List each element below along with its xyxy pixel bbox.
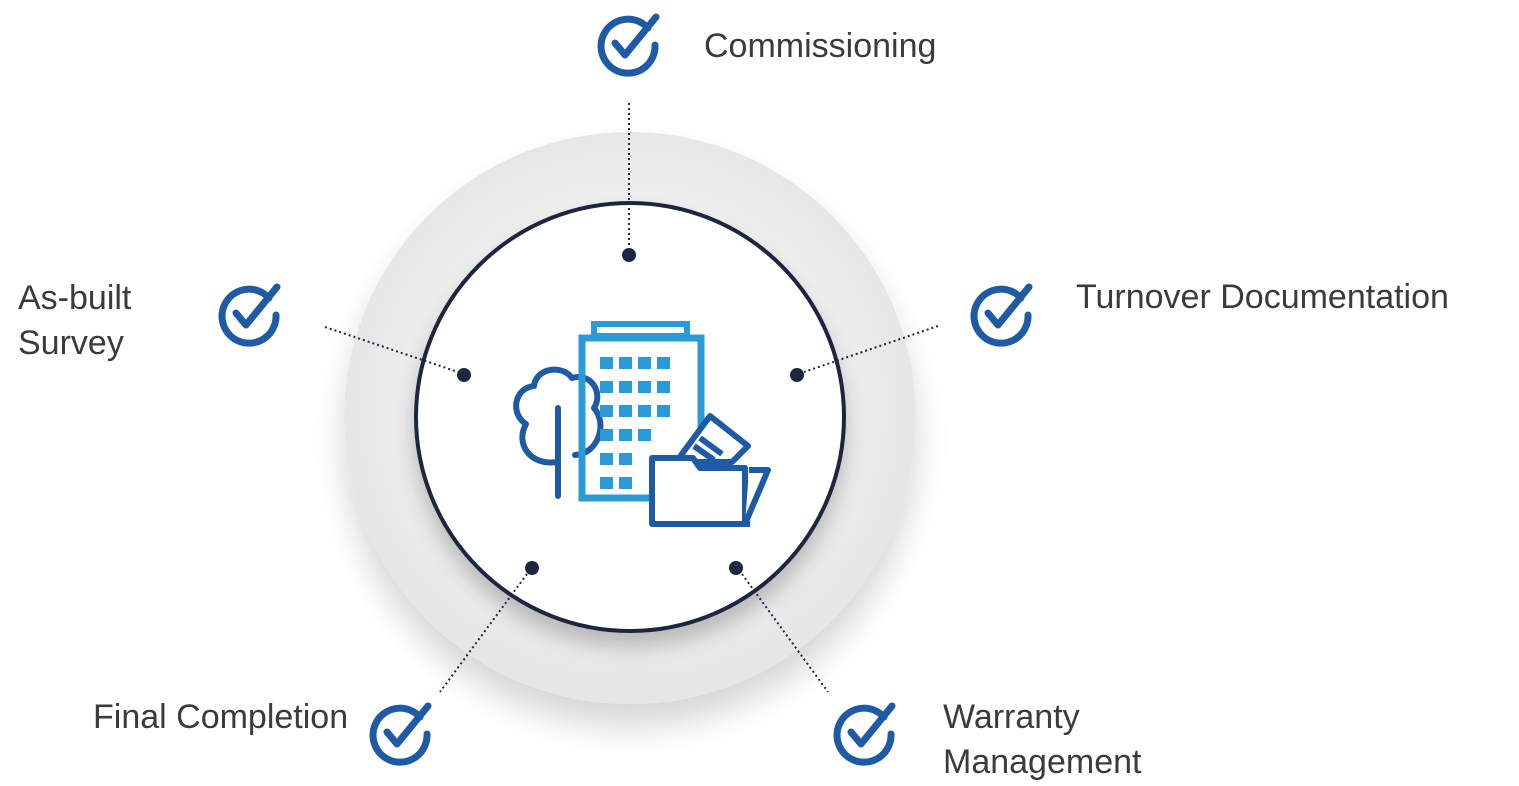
check-circle-icon [970, 283, 1033, 347]
label-warranty-management: Warranty Management [943, 695, 1141, 785]
folder-icon [649, 413, 771, 527]
dot-final [525, 561, 539, 575]
tree-icon [513, 366, 604, 499]
check-circle-icon [369, 702, 432, 766]
check-circle-icon [833, 702, 896, 766]
label-line: Survey [18, 324, 124, 362]
label-line: Warranty [943, 698, 1080, 736]
label-as-built-survey: As-built Survey [18, 276, 131, 366]
label-commissioning: Commissioning [704, 24, 936, 69]
dot-warranty [729, 561, 743, 575]
check-circle-icon [597, 13, 660, 77]
dot-commissioning [622, 248, 636, 262]
connector-asbuilt [324, 326, 459, 373]
label-line: Management [943, 743, 1142, 781]
label-line: Final Completion [93, 698, 349, 736]
office-building-icon [578, 321, 705, 502]
check-circle-icon [218, 283, 281, 347]
label-line: As-built [18, 279, 132, 317]
connector-turnover [803, 325, 939, 373]
dot-turnover [790, 368, 804, 382]
connector-dots [457, 248, 804, 575]
label-line: Turnover Documentation [1076, 278, 1449, 316]
label-final-completion: Final Completion [93, 695, 348, 740]
label-turnover-documentation: Turnover Documentation [1076, 275, 1449, 320]
building-tree-folder-icon [513, 321, 771, 527]
connectors [324, 103, 939, 693]
connector-warranty [741, 573, 829, 693]
label-line: Commissioning [704, 27, 937, 65]
dot-asbuilt [457, 368, 471, 382]
